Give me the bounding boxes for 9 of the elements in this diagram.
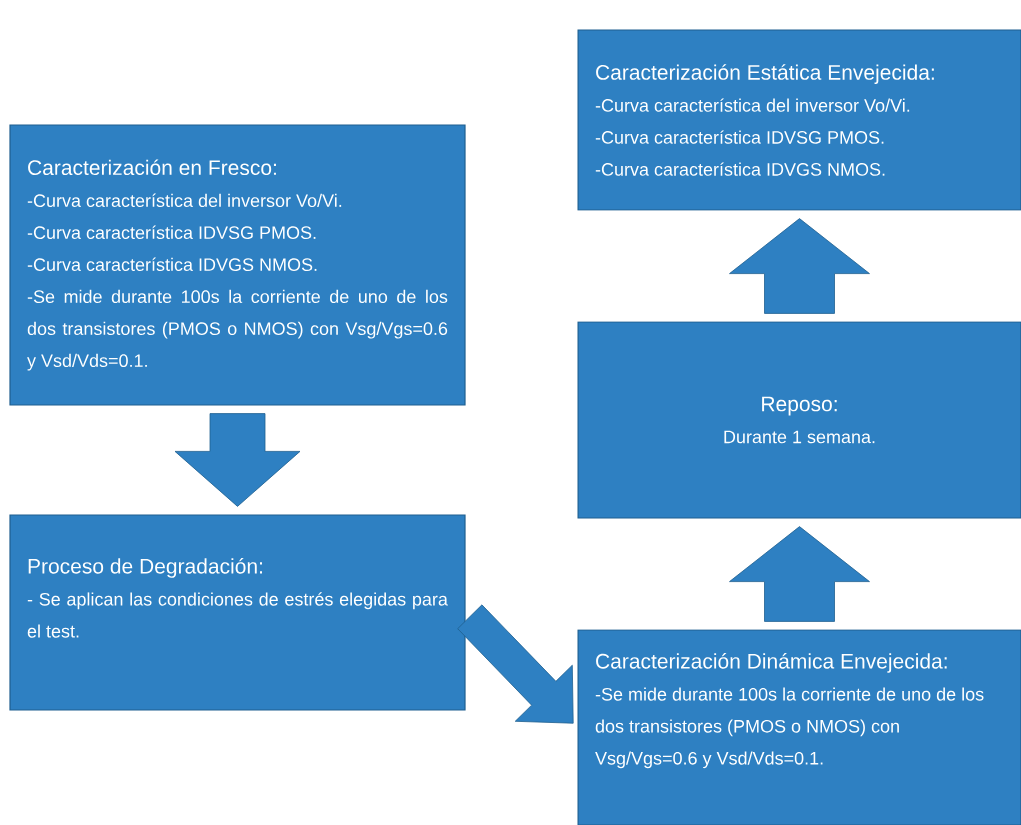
block-arrow xyxy=(729,526,870,622)
process-box: Reposo: Durante 1 semana. xyxy=(577,321,1021,519)
block-arrow xyxy=(729,218,870,314)
block-arrow xyxy=(174,413,301,507)
process-box: Caracterización Estática Envejecida: -Curva característica del inversor Vo/Vi. -Curva característica IDVSG PMOS. -Curva característica IDVGS NMOS. xyxy=(577,29,1021,211)
block-arrow xyxy=(457,604,574,724)
process-box: Caracterización Dinámica Envejecida: -Se mide durante 100s la corriente de uno de los dos transistores (PMOS o NMOS) con Vsg/Vgs=0.6 y Vsd/Vds=0.1. xyxy=(577,629,1021,825)
process-box: Caracterización en Fresco: -Curva característica del inversor Vo/Vi. -Curva característica IDVSG PMOS. -Curva característica IDVGS NMOS. -Se mide durante 100s la corriente de uno de los dos transistores (PMOS o NMOS) con Vsg/Vgs=0.6 y Vsd/Vds=0.1. xyxy=(9,124,466,406)
process-box: Proceso de Degradación: - Se aplican las condiciones de estrés elegidas para el test. xyxy=(9,514,466,711)
